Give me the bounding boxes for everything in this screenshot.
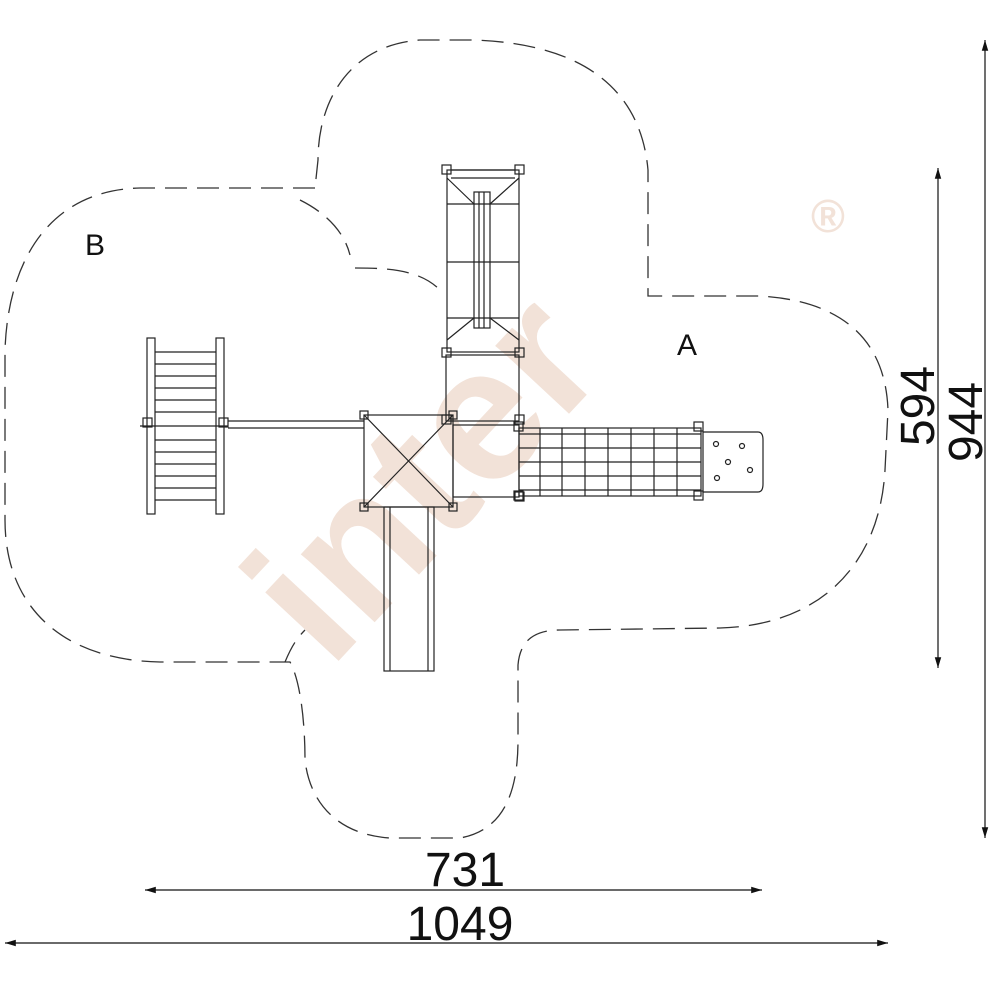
- dimension-lines: [4, 39, 989, 947]
- rope-bridge: [513, 421, 704, 501]
- playground-structure: [140, 164, 764, 672]
- width-outer-label: 1049: [407, 898, 514, 951]
- zone-label-a: A: [677, 329, 697, 362]
- connecting-beam: [228, 420, 364, 429]
- watermark-trademark: ®: [811, 190, 845, 242]
- slide: [383, 506, 435, 672]
- climbing-wall: [702, 431, 764, 493]
- width-inner-label: 731: [425, 844, 505, 897]
- left-step-ladder: [140, 337, 229, 515]
- safety-zone-outline: [4, 39, 889, 839]
- height-inner-label: 594: [892, 366, 945, 446]
- top-ladder: [441, 164, 525, 358]
- height-outer-label: 944: [940, 382, 993, 462]
- zone-label-b: B: [85, 229, 105, 262]
